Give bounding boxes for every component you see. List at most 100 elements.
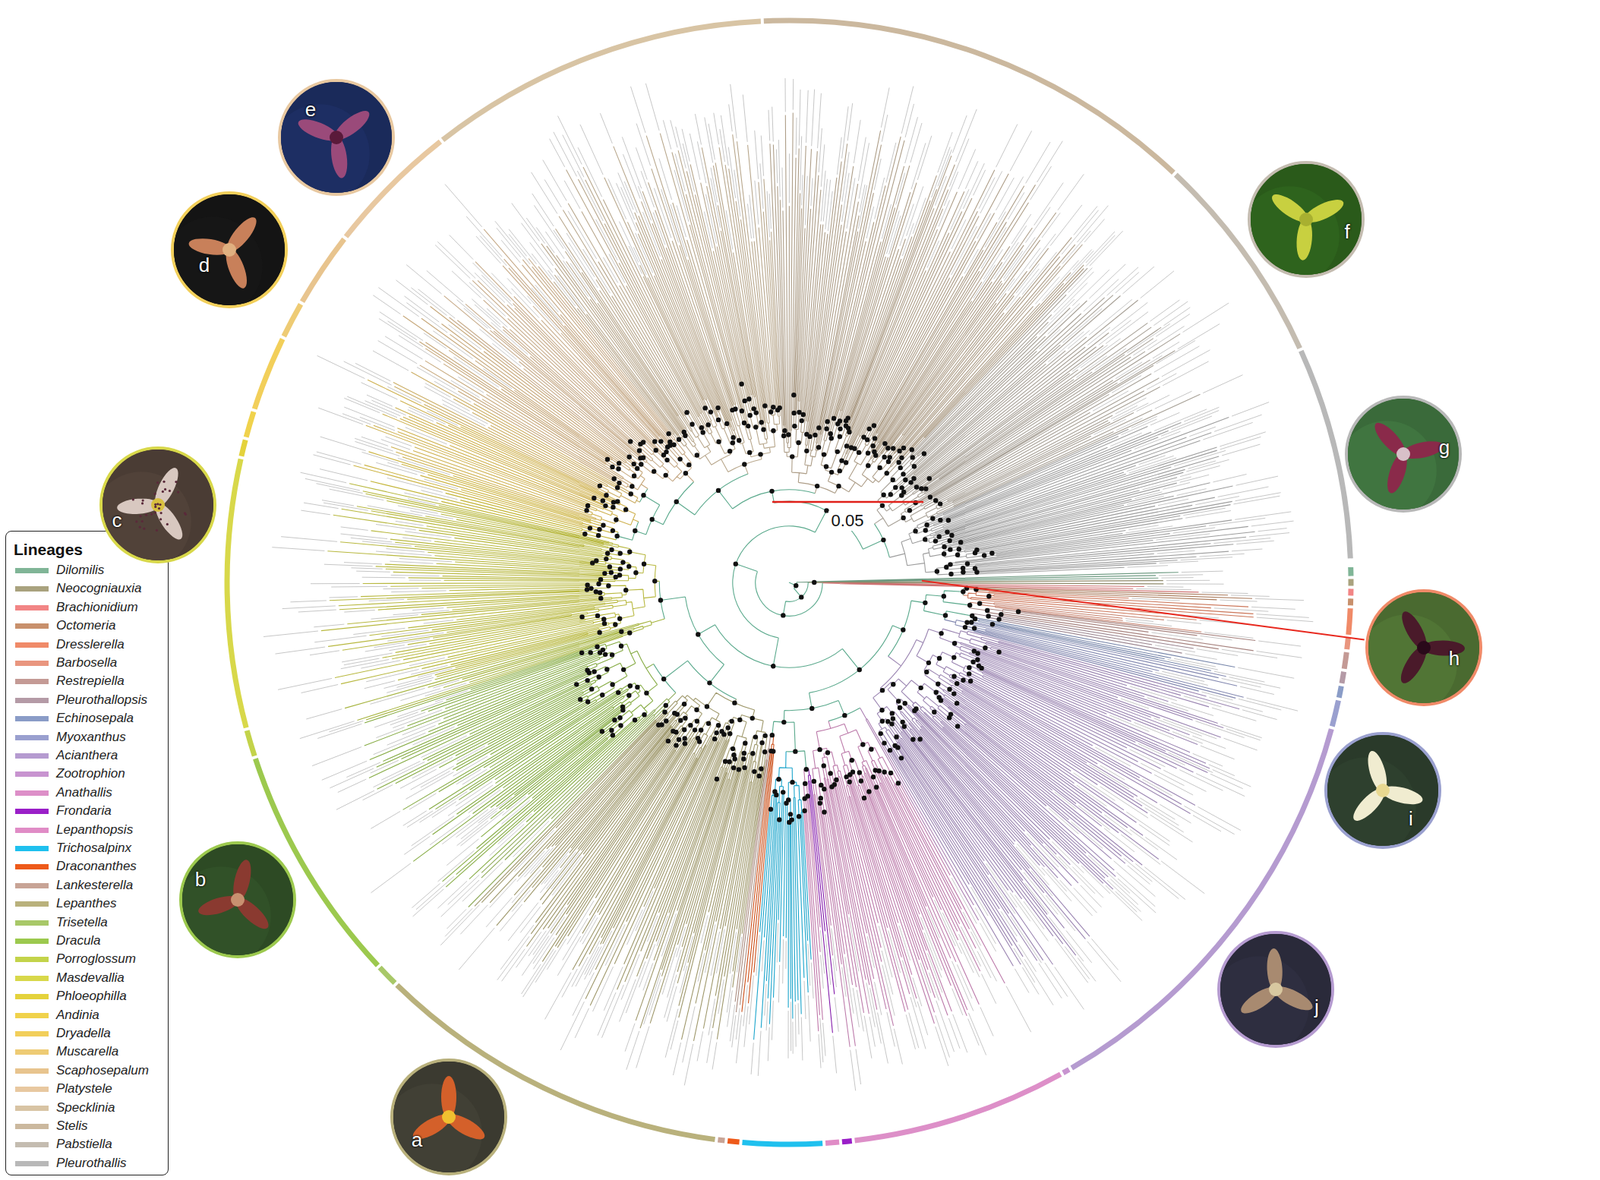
ring-segment: [825, 1142, 840, 1143]
support-dot: [632, 717, 638, 723]
support-dot: [947, 561, 953, 567]
ring-segment: [1347, 637, 1349, 650]
flower-photo: [280, 82, 392, 193]
support-dot: [924, 669, 929, 675]
support-dot: [633, 570, 638, 575]
legend-swatch: [15, 642, 49, 648]
support-dot: [770, 732, 775, 738]
support-dot: [609, 464, 615, 470]
support-dot: [938, 631, 944, 636]
support-dot: [618, 629, 624, 635]
support-dot: [937, 517, 943, 523]
support-dot: [866, 426, 872, 432]
support-dot: [880, 719, 885, 724]
ring-segment: [246, 730, 255, 756]
support-dot: [626, 693, 632, 698]
support-dot: [692, 727, 698, 733]
support-dot: [681, 727, 687, 733]
support-dot: [829, 470, 834, 475]
tree-branch: [812, 721, 1005, 1048]
legend-row: Pleurothallis: [6, 1155, 168, 1172]
legend-label: Trichosalpinx: [56, 839, 132, 857]
support-dot: [984, 608, 990, 613]
support-dot: [944, 529, 950, 534]
support-dot: [730, 435, 736, 440]
support-dot: [816, 425, 821, 430]
support-dot: [817, 747, 822, 752]
support-dot: [814, 483, 820, 489]
support-dot: [706, 422, 711, 427]
support-dot: [741, 751, 747, 756]
support-dot: [937, 656, 942, 661]
support-dot: [934, 568, 940, 574]
support-dot: [615, 690, 621, 695]
support-dot: [785, 797, 791, 802]
support-dot: [896, 448, 902, 454]
legend-label: Neocogniauxia: [56, 580, 142, 597]
support-dot: [893, 734, 899, 739]
tree-branch: [735, 735, 771, 1013]
legend-swatch: [15, 956, 49, 963]
support-dot: [682, 716, 688, 721]
support-dot: [689, 422, 695, 427]
support-dot: [804, 766, 809, 772]
support-dot: [602, 652, 608, 657]
support-dot: [965, 561, 970, 566]
support-dot: [914, 484, 919, 490]
support-dot: [970, 659, 976, 665]
legend-label: Dresslerella: [56, 636, 125, 654]
support-dot: [964, 619, 969, 625]
support-dot: [801, 795, 807, 801]
support-dot: [870, 443, 875, 449]
support-dot: [730, 440, 736, 445]
legend-label: Pleurothallopsis: [56, 691, 148, 709]
support-dot: [873, 453, 878, 458]
scale-label: 0.05: [828, 511, 868, 531]
support-dot: [912, 463, 917, 469]
support-dot: [616, 460, 622, 466]
legend-row: Lepanthes: [6, 895, 168, 913]
support-dot: [912, 708, 917, 714]
support-dot: [777, 405, 783, 411]
tree-branch: [803, 769, 823, 1032]
legend-row: Dilomilis: [6, 561, 168, 579]
support-dot: [933, 498, 938, 503]
tree-branch: [366, 379, 639, 525]
support-dot: [747, 450, 752, 455]
legend-swatch: [15, 568, 49, 574]
support-dots: [574, 381, 1021, 826]
scale-bar: [772, 501, 924, 504]
support-dot: [596, 581, 601, 587]
panel-letter: c: [112, 509, 123, 531]
support-dot: [917, 736, 922, 742]
support-dot: [716, 439, 721, 445]
support-dot: [786, 820, 792, 825]
support-dot: [609, 728, 614, 733]
panel-letter: e: [305, 98, 316, 120]
legend-swatch: [15, 1013, 49, 1019]
support-dot: [835, 421, 840, 427]
support-dot: [871, 774, 876, 780]
support-dot: [741, 420, 747, 426]
support-dot: [900, 515, 906, 521]
support-dot: [596, 674, 601, 679]
legend-label: Porroglossum: [56, 950, 136, 968]
legend-label: Dracula: [56, 932, 101, 950]
support-dot: [731, 765, 736, 771]
support-dot: [663, 718, 669, 723]
support-dot: [751, 769, 757, 774]
support-dot: [610, 504, 616, 510]
support-dot: [776, 776, 781, 782]
support-dot: [760, 426, 766, 432]
support-dot: [948, 571, 954, 577]
support-dot: [901, 445, 906, 451]
legend-swatch: [15, 1086, 49, 1092]
support-dot: [946, 517, 951, 523]
support-dot: [884, 470, 890, 476]
legend-label: Phloeophilla: [56, 987, 127, 1005]
legend-row: Dracula: [6, 932, 168, 950]
support-dot: [887, 454, 893, 460]
support-dot: [607, 564, 613, 569]
support-dot: [956, 546, 962, 552]
panel-letter: h: [1448, 647, 1460, 670]
